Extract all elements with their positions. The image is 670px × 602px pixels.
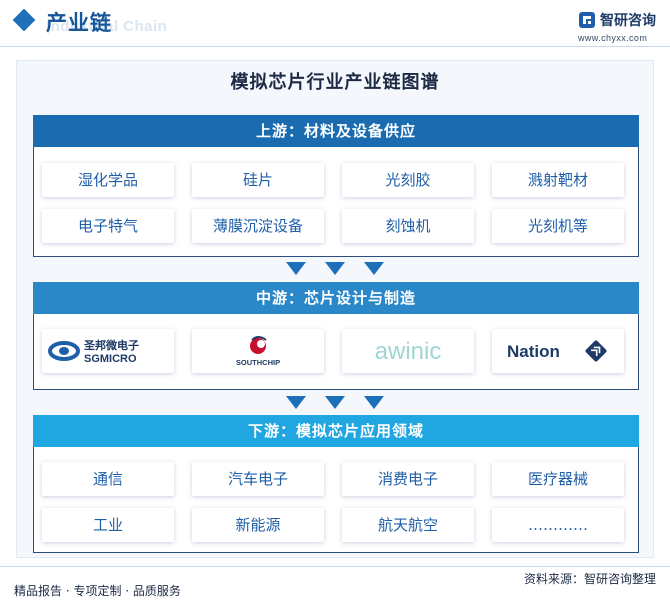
upstream-section: 上游：材料及设备供应 湿化学品 硅片 光刻胶 溅射靶材 电子特气 薄膜沉淀设备 … <box>33 115 639 257</box>
upstream-title: 上游：材料及设备供应 <box>33 115 639 147</box>
downstream-title: 下游：模拟芯片应用领域 <box>33 415 639 447</box>
header-subtitle: Industrial Chain <box>46 18 168 35</box>
nation-text: Nation <box>507 342 560 361</box>
footer-slogan: 精品报告 · 专项定制 · 品质服务 <box>14 584 181 598</box>
down-arrow-icon <box>364 262 384 275</box>
upstream-item: 薄膜沉淀设备 <box>192 209 324 243</box>
sgmicro-logo-icon: 圣邦微电子 SGMICRO <box>48 338 139 365</box>
southchip-logo-icon: SOUTHCHIP <box>236 336 280 367</box>
footer-divider <box>0 566 670 567</box>
downstream-item: 新能源 <box>192 508 324 542</box>
footer: 资料来源：智研咨询整理 精品报告 · 专项定制 · 品质服务 <box>0 566 670 602</box>
sgmicro-en-text: SGMICRO <box>84 353 137 365</box>
awinic-text: awinic <box>375 338 442 365</box>
nation-logo-icon: Nation <box>507 340 607 362</box>
downstream-item: ………… <box>492 508 624 542</box>
midstream-section: 中游：芯片设计与制造 圣邦微电子 SGMICRO SOUTHCHIP <box>33 282 639 390</box>
brand-name: 智研咨询 <box>600 13 656 29</box>
upstream-item: 湿化学品 <box>42 163 174 197</box>
brand-url: www.chyxx.com <box>578 33 648 43</box>
upstream-item: 刻蚀机 <box>342 209 474 243</box>
down-arrow-icon <box>325 262 345 275</box>
down-arrow-icon <box>286 396 306 409</box>
sgmicro-logo: 圣邦微电子 SGMICRO <box>42 329 174 373</box>
sgmicro-cn-text: 圣邦微电子 <box>83 338 139 352</box>
downstream-item: 通信 <box>42 462 174 496</box>
awinic-logo-icon: awinic <box>375 338 442 365</box>
nation-logo: Nation <box>492 329 624 373</box>
upstream-item: 光刻胶 <box>342 163 474 197</box>
upstream-item: 溅射靶材 <box>492 163 624 197</box>
down-arrow-icon <box>325 396 345 409</box>
arrows-upstream-to-midstream <box>0 262 670 276</box>
upstream-item: 电子特气 <box>42 209 174 243</box>
southchip-logo: SOUTHCHIP <box>192 329 324 373</box>
down-arrow-icon <box>364 396 384 409</box>
header: Industrial Chain 产业链 智研咨询 www.chyxx.com <box>0 0 670 47</box>
chain-title: 模拟芯片行业产业链图谱 <box>230 72 440 93</box>
downstream-item: 航天航空 <box>342 508 474 542</box>
down-arrow-icon <box>286 262 306 275</box>
awinic-logo: awinic <box>342 329 474 373</box>
chain-card: 模拟芯片行业产业链图谱 上游：材料及设备供应 湿化学品 硅片 光刻胶 溅射靶材 … <box>16 60 654 558</box>
arrows-midstream-to-downstream <box>0 396 670 410</box>
header-divider <box>0 46 670 47</box>
midstream-title: 中游：芯片设计与制造 <box>33 282 639 314</box>
diamond-icon <box>12 8 36 32</box>
downstream-item: 工业 <box>42 508 174 542</box>
downstream-item: 消费电子 <box>342 462 474 496</box>
brand-logo-icon <box>579 12 595 28</box>
downstream-item: 医疗器械 <box>492 462 624 496</box>
source-note: 资料来源：智研咨询整理 <box>523 572 656 586</box>
downstream-section: 下游：模拟芯片应用领域 通信 汽车电子 消费电子 医疗器械 工业 新能源 航天航… <box>33 415 639 553</box>
upstream-item: 光刻机等 <box>492 209 624 243</box>
brand: 智研咨询 www.chyxx.com <box>578 9 668 43</box>
downstream-item: 汽车电子 <box>192 462 324 496</box>
header-title: 产业链 <box>46 11 112 35</box>
upstream-item: 硅片 <box>192 163 324 197</box>
southchip-text: SOUTHCHIP <box>236 358 280 367</box>
